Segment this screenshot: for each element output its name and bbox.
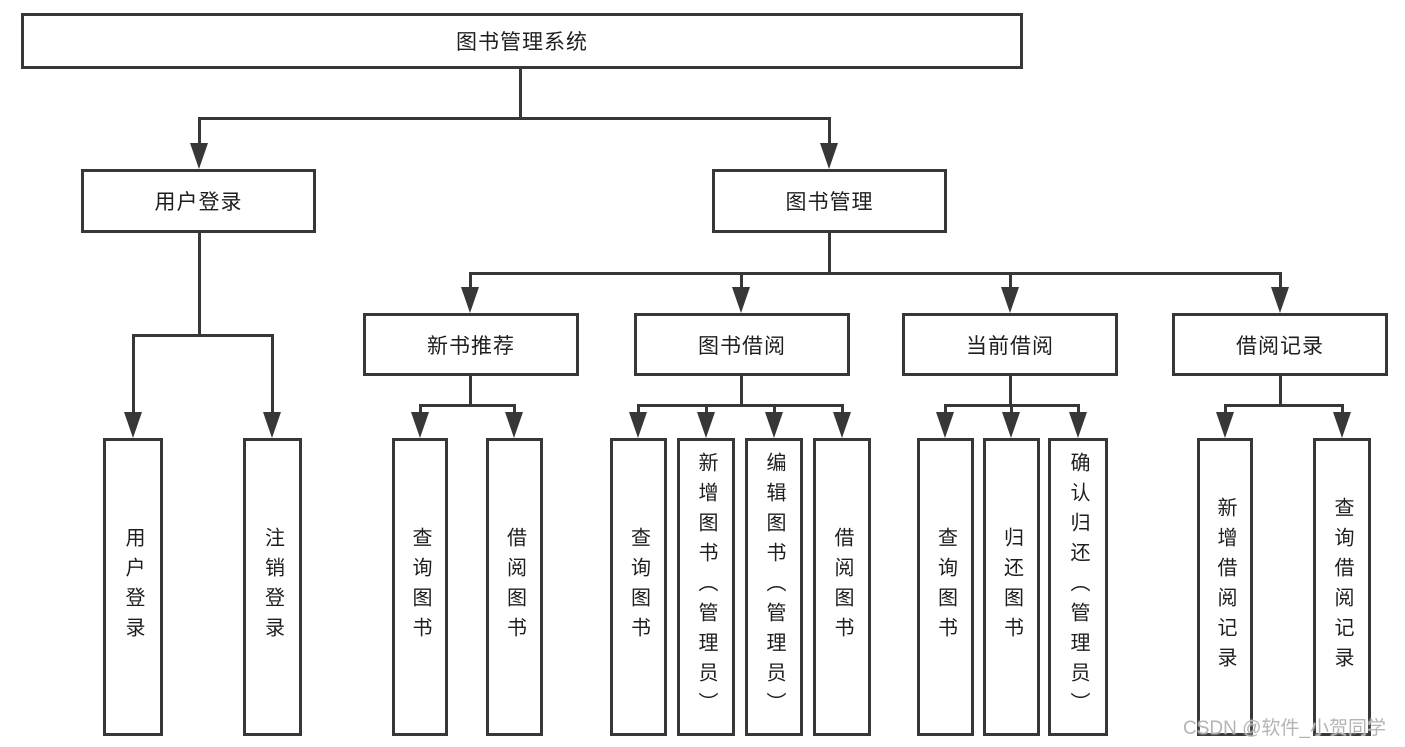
connector-line xyxy=(469,272,1282,275)
connector-line xyxy=(637,404,640,414)
node-book-borrowing: 图书借阅 xyxy=(634,313,850,376)
node-book-borrowing-label: 图书借阅 xyxy=(698,334,786,358)
connector-line xyxy=(828,117,831,147)
leaf-add-book-admin-label: 新增图书（管理员） xyxy=(695,452,717,722)
connector-line xyxy=(944,404,947,414)
connector-line xyxy=(419,404,516,407)
leaf-query-books-1: 查询图书 xyxy=(392,438,448,736)
connector-line xyxy=(132,334,135,414)
leaf-query-borrow-record-label: 查询借阅记录 xyxy=(1331,497,1353,677)
arrow-down-icon xyxy=(833,412,851,438)
connector-line xyxy=(773,404,776,414)
connector-line xyxy=(637,404,844,407)
node-new-book-recommendation-label: 新书推荐 xyxy=(427,334,515,358)
connector-line xyxy=(469,375,472,406)
leaf-borrow-books-2: 借阅图书 xyxy=(813,438,871,736)
leaf-borrow-books-1: 借阅图书 xyxy=(486,438,543,736)
arrow-down-icon xyxy=(1002,412,1020,438)
csdn-watermark: CSDN @软件_小贺同学 xyxy=(1183,718,1386,739)
leaf-query-borrow-record: 查询借阅记录 xyxy=(1313,438,1371,736)
leaf-borrow-books-2-label: 借阅图书 xyxy=(831,527,853,647)
node-new-book-recommendation: 新书推荐 xyxy=(363,313,579,376)
connector-line xyxy=(198,233,201,336)
arrow-down-icon xyxy=(697,412,715,438)
connector-line xyxy=(469,272,472,291)
connector-line xyxy=(1279,272,1282,291)
leaf-add-borrow-record-label: 新增借阅记录 xyxy=(1214,497,1236,677)
node-borrowing-records: 借阅记录 xyxy=(1172,313,1388,376)
arrow-down-icon xyxy=(936,412,954,438)
arrow-down-icon xyxy=(629,412,647,438)
arrow-down-icon xyxy=(1216,412,1234,438)
connector-line xyxy=(1341,404,1344,414)
connector-line xyxy=(513,404,516,414)
connector-line xyxy=(1009,272,1012,291)
leaf-user-login-label: 用户登录 xyxy=(122,527,144,647)
node-book-management: 图书管理 xyxy=(712,169,947,233)
connector-line xyxy=(740,375,743,406)
leaf-add-borrow-record: 新增借阅记录 xyxy=(1197,438,1253,736)
leaf-query-books-2-label: 查询图书 xyxy=(627,527,650,647)
node-user-login-label: 用户登录 xyxy=(154,191,243,214)
connector-line xyxy=(1224,404,1227,414)
arrow-down-icon xyxy=(190,143,208,169)
connector-line xyxy=(1077,404,1080,414)
leaf-logout: 注销登录 xyxy=(243,438,302,736)
leaf-add-book-admin: 新增图书（管理员） xyxy=(677,438,735,736)
connector-line xyxy=(1010,404,1013,414)
node-root: 图书管理系统 xyxy=(21,13,1023,69)
connector-line xyxy=(519,69,522,118)
connector-line xyxy=(419,404,422,414)
leaf-return-books: 归还图书 xyxy=(983,438,1040,736)
leaf-query-books-3: 查询图书 xyxy=(917,438,974,736)
connector-line xyxy=(740,272,743,291)
leaf-query-books-3-label: 查询图书 xyxy=(934,527,957,647)
node-root-label: 图书管理系统 xyxy=(456,31,588,54)
connector-line xyxy=(198,117,201,147)
leaf-return-books-label: 归还图书 xyxy=(1000,527,1023,647)
connector-line xyxy=(132,334,274,337)
node-current-borrowing-label: 当前借阅 xyxy=(966,334,1054,358)
arrow-down-icon xyxy=(505,412,523,438)
arrow-down-icon xyxy=(1069,412,1087,438)
connector-line xyxy=(1279,375,1282,406)
arrow-down-icon xyxy=(124,412,142,438)
arrow-down-icon xyxy=(765,412,783,438)
leaf-logout-label: 注销登录 xyxy=(261,527,284,647)
leaf-user-login: 用户登录 xyxy=(103,438,163,736)
connector-line xyxy=(198,117,831,120)
arrow-down-icon xyxy=(263,412,281,438)
node-current-borrowing: 当前借阅 xyxy=(902,313,1118,376)
node-book-management-label: 图书管理 xyxy=(785,191,874,214)
arrow-down-icon xyxy=(461,287,479,313)
leaf-query-books-1-label: 查询图书 xyxy=(409,527,431,647)
connector-line xyxy=(705,404,708,414)
leaf-confirm-return-admin: 确认归还（管理员） xyxy=(1048,438,1108,736)
leaf-borrow-books-1-label: 借阅图书 xyxy=(503,527,526,647)
arrow-down-icon xyxy=(1333,412,1351,438)
connector-line xyxy=(1009,375,1012,406)
leaf-edit-book-admin: 编辑图书（管理员） xyxy=(745,438,803,736)
connector-line xyxy=(1224,404,1344,407)
arrow-down-icon xyxy=(732,287,750,313)
leaf-query-books-2: 查询图书 xyxy=(610,438,667,736)
connector-line xyxy=(828,233,831,275)
arrow-down-icon xyxy=(820,143,838,169)
connector-line xyxy=(841,404,844,414)
leaf-confirm-return-admin-label: 确认归还（管理员） xyxy=(1067,452,1089,722)
arrow-down-icon xyxy=(411,412,429,438)
connector-line xyxy=(271,334,274,414)
arrow-down-icon xyxy=(1271,287,1289,313)
arrow-down-icon xyxy=(1001,287,1019,313)
node-user-login: 用户登录 xyxy=(81,169,316,233)
leaf-edit-book-admin-label: 编辑图书（管理员） xyxy=(763,452,785,722)
node-borrowing-records-label: 借阅记录 xyxy=(1236,334,1324,358)
